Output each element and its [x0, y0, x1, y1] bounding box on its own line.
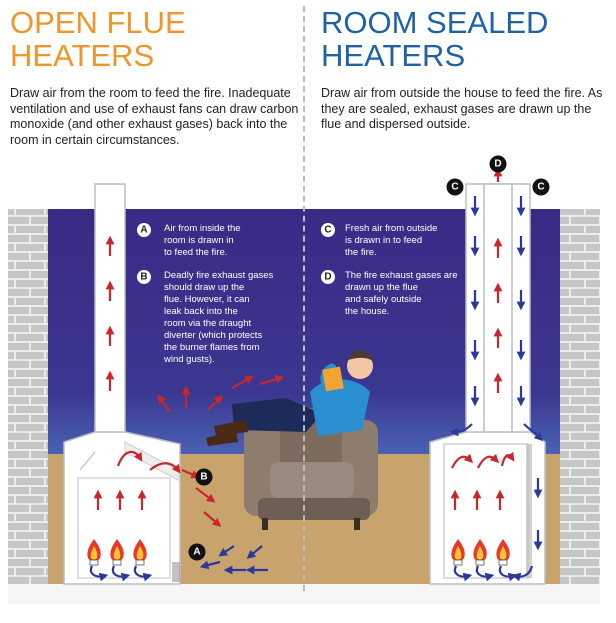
- ground: [8, 584, 600, 604]
- svg-text:B: B: [140, 272, 147, 283]
- svg-text:D: D: [494, 159, 501, 170]
- room-sealed-title: ROOM SEALED HEATERS: [321, 6, 548, 72]
- svg-text:D: D: [324, 272, 331, 283]
- note-b-line-2: should draw up the: [164, 282, 244, 293]
- open-flue-title: OPEN FLUE HEATERS: [10, 6, 186, 72]
- note-a: A Air from inside the room is drawn in t…: [137, 223, 241, 258]
- badge-d-flue-top: D: [489, 155, 507, 173]
- brick-wall-right: [560, 209, 600, 584]
- sealed-intake-arrows: [449, 196, 544, 582]
- note-c-line-3: the fire.: [345, 247, 377, 258]
- svg-text:C: C: [451, 182, 458, 193]
- note-b-line-1: Deadly fire exhaust gases: [164, 270, 274, 281]
- room-sealed-title-line1: ROOM SEALED: [321, 5, 549, 40]
- note-d-line-2: drawn up the flue: [345, 282, 418, 293]
- note-b-line-7: the burner flames from: [164, 342, 260, 353]
- room-sealed-description: Draw air from outside the house to feed …: [321, 86, 603, 131]
- note-b-line-8: wind gusts).: [163, 354, 215, 365]
- note-c-line-1: Fresh air from outside: [345, 223, 437, 234]
- note-b-line-3: flue. However, it can: [164, 294, 250, 305]
- svg-text:B: B: [200, 472, 207, 483]
- note-d-line-1: The fire exhaust gases are: [345, 270, 457, 281]
- note-b: B Deadly fire exhaust gases should draw …: [137, 270, 274, 365]
- open-flue-exhaust-arrows: [93, 235, 285, 527]
- note-a-line-2: room is drawn in: [164, 235, 234, 246]
- badge-a-open-flue: A: [188, 543, 206, 561]
- note-b-line-6: diverter (which protects: [164, 330, 262, 341]
- svg-text:A: A: [193, 547, 200, 558]
- open-flue-description: Draw air from the room to feed the fire.…: [10, 86, 299, 147]
- room-sealed-heater: [429, 183, 546, 585]
- sealed-flue-inner: [483, 183, 513, 435]
- note-a-line-1: Air from inside the: [164, 223, 241, 234]
- draught-diverter: [124, 441, 179, 481]
- brick-wall-left: [8, 209, 48, 584]
- open-flue-title-line2: HEATERS: [10, 38, 155, 73]
- note-d-line-4: the house.: [345, 306, 389, 317]
- badge-b-open-flue: B: [195, 468, 213, 486]
- badge-c-right: C: [532, 178, 550, 196]
- open-flue-heater-body: [63, 431, 181, 585]
- note-d-line-3: and safely outside: [345, 294, 422, 305]
- badge-c-left: C: [446, 178, 464, 196]
- open-flue-intake-arrows: [89, 545, 268, 582]
- note-d: D The fire exhaust gases are drawn up th…: [321, 270, 457, 317]
- book-icon: [322, 366, 344, 392]
- open-flue-pipe: [94, 183, 126, 435]
- svg-text:C: C: [324, 225, 331, 236]
- note-c: C Fresh air from outside is drawn in to …: [321, 223, 437, 258]
- svg-text:C: C: [537, 182, 544, 193]
- note-c-line-2: is drawn in to feed: [345, 235, 422, 246]
- person-reading: [206, 350, 374, 446]
- note-b-line-4: leak back into the: [164, 306, 238, 317]
- svg-text:A: A: [140, 225, 147, 236]
- note-a-line-3: to feed the fire.: [164, 247, 227, 258]
- room-sealed-title-line2: HEATERS: [321, 38, 466, 73]
- note-b-line-5: room via the draught: [164, 318, 251, 329]
- sealed-exhaust-arrows: [450, 167, 515, 510]
- section-divider: [303, 6, 305, 591]
- open-flue-title-line1: OPEN FLUE: [10, 5, 186, 40]
